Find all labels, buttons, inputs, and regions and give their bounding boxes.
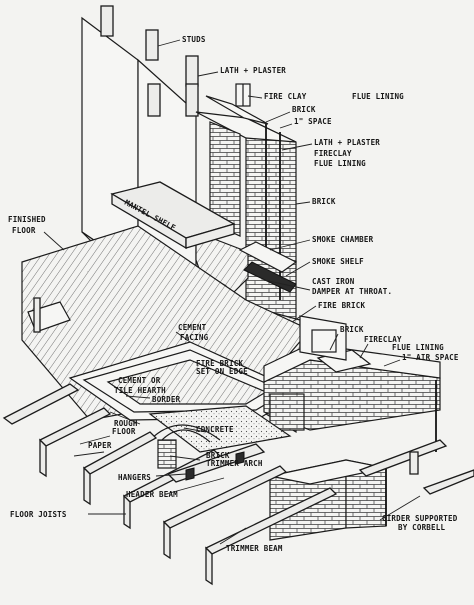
arch-pier [157,439,177,469]
label-flue-lining-top: FLUE LINING [352,92,404,101]
stud [100,5,114,37]
stud [185,83,199,117]
label-smoke-chamber: SMOKE CHAMBER [312,235,374,244]
label-fire-brick: FIRE BRICK [318,301,365,310]
label-lath-plaster-mid: LATH + PLASTER [314,138,380,147]
label-header-beam: HEADER BEAM [126,490,178,499]
label-cast-iron-2: DAMPER AT THROAT. [312,287,392,296]
label-girder-2: BY CORBELL [398,523,445,532]
lower-flue [311,329,337,353]
label-fireclay-low-2: FLUE LINING [392,343,444,352]
label-trimmer-arch-2: TRIMMER ARCH [206,459,263,468]
label-air-space: 1" AIR SPACE [402,353,459,362]
label-rough-1: ROUGH [114,419,138,428]
label-fire-brick-edge-2: SET ON EDGE [196,367,248,376]
lower-fireplace [263,315,441,452]
stud [185,55,199,87]
label-lath-plaster-top: LATH + PLASTER [220,66,286,75]
label-one-inch-space: 1" SPACE [294,117,332,126]
label-brick-top: BRICK [292,105,316,114]
label-floor-joists: FLOOR JOISTS [10,510,67,519]
label-fireclay-2: FLUE LINING [314,159,366,168]
leader-lines [43,39,421,545]
label-hearth-1: CEMENT OR [118,376,161,385]
label-hangers: HANGERS [118,473,151,482]
label-border: BORDER [152,395,181,404]
label-finished-2: FLOOR [12,226,36,235]
lower-firebox [269,393,305,431]
label-fireclay-1: FIRECLAY [314,149,352,158]
label-concrete: CONCRETE [196,425,234,434]
mantel-shelf [110,181,236,250]
label-trimmer-beam: TRIMMER BEAM [226,544,283,553]
label-hearth-2: TILE HEARTH [114,386,166,395]
label-studs: STUDS [182,35,206,44]
label-finished-1: FINISHED [8,215,46,224]
studs [100,5,199,117]
label-paper: PAPER [88,441,112,450]
label-fireclay-low-1: FIRECLAY [364,335,402,344]
stud [147,83,161,117]
label-fire-brick-edge-1: FIRE BRICK [196,359,243,368]
trimmer-arch [148,405,292,469]
label-trimmer-arch-1: BRICK [206,451,230,460]
label-cast-iron-1: CAST IRON [312,277,355,286]
label-smoke-shelf: SMOKE SHELF [312,257,364,266]
label-girder-1: GIRDER SUPPORTED [382,514,458,523]
label-fire-clay: FIRE CLAY [264,92,307,101]
label-rough-2: FLOOR [112,427,136,436]
label-cement-1: CEMENT [178,323,207,332]
label-brick-mid: BRICK [312,197,336,206]
header-beam [166,443,266,483]
stud [145,29,159,61]
label-brick-low: BRICK [340,325,364,334]
labels: STUDS LATH + PLASTER FIRE CLAY FLUE LINI… [8,35,459,553]
label-cement-2: FACING [180,333,209,342]
